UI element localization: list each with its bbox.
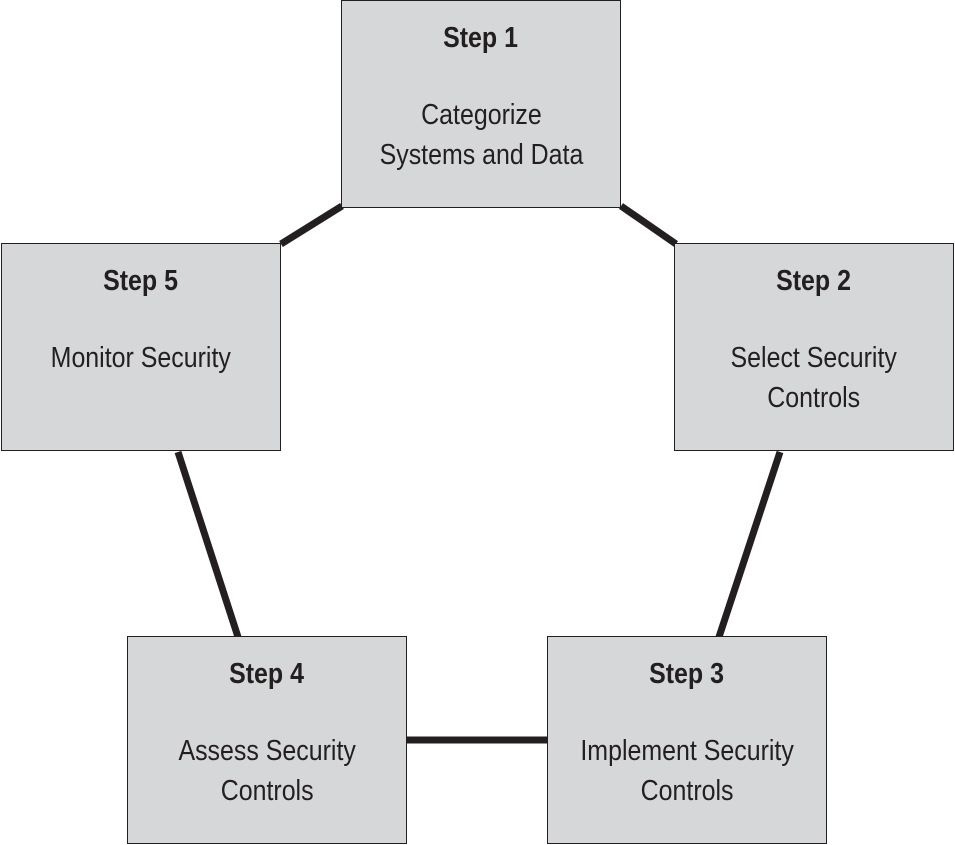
step-4-title: Step 4 [229,658,305,690]
step-5-box: Step 5 Monitor Security [1,243,281,451]
step-3-title: Step 3 [649,658,725,690]
step-1-title: Step 1 [443,22,519,54]
step-2-title: Step 2 [776,265,852,297]
step-1-box: Step 1 Categorize Systems and Data [341,0,621,208]
step-5-description: Monitor Security [50,342,232,374]
connector-step1-step2 [619,203,678,247]
step-2-description: Select Security Controls [730,342,898,414]
connector-step4-step5 [174,450,242,639]
step-2-box: Step 2 Select Security Controls [674,243,954,451]
step-3-description: Implement Security Controls [580,735,794,807]
step-5-title: Step 5 [103,265,179,297]
connector-step2-step3 [715,450,784,639]
step-4-description: Assess Security Controls [178,735,356,807]
step-4-box: Step 4 Assess Security Controls [127,636,407,844]
connector-step5-step1 [279,203,344,247]
step-1-description: Categorize Systems and Data [379,99,583,171]
step-3-box: Step 3 Implement Security Controls [547,636,827,844]
